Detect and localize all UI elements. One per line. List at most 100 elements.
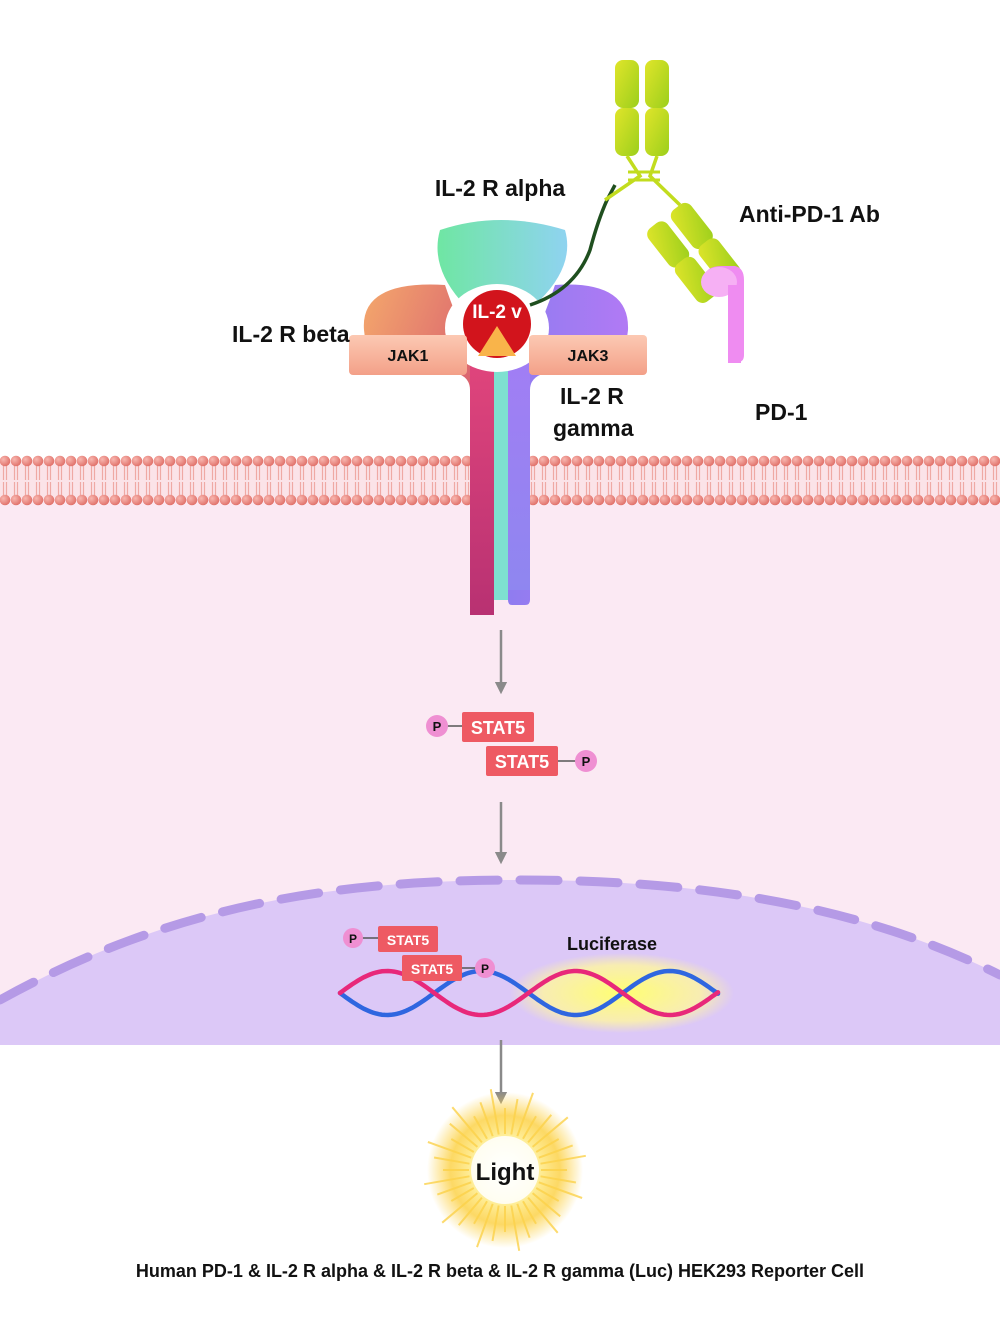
lipid-head — [582, 494, 594, 506]
light-ray — [476, 1203, 494, 1248]
lipid-head — [175, 494, 187, 506]
lipid-head — [208, 455, 220, 467]
lipid-head — [725, 455, 737, 467]
light-ray — [451, 1106, 483, 1144]
lipid-head — [637, 455, 649, 467]
lipid-head — [725, 494, 737, 506]
lipid-head — [120, 494, 132, 506]
lipid-head — [802, 455, 814, 467]
lipid-head — [142, 455, 154, 467]
lipid-head — [131, 494, 143, 506]
phospho-label: P — [349, 932, 357, 946]
lipid-head — [681, 494, 693, 506]
stat5-dimer-nucleus: P STAT5 STAT5 P — [343, 926, 495, 981]
lipid-head — [197, 494, 209, 506]
lipid-head — [604, 494, 616, 506]
lipid-head — [758, 455, 770, 467]
lipid-head — [263, 455, 275, 467]
lipid-head — [318, 455, 330, 467]
light-ray — [538, 1181, 583, 1199]
lipid-head — [890, 455, 902, 467]
phospho-label: P — [582, 754, 591, 769]
lipid-head — [186, 494, 198, 506]
lipid-head — [703, 494, 715, 506]
stat5-label: STAT5 — [471, 718, 525, 738]
lipid-head — [879, 494, 891, 506]
lipid-head — [736, 455, 748, 467]
lipid-head — [153, 494, 165, 506]
lipid-head — [659, 455, 671, 467]
lipid-head — [923, 494, 935, 506]
lipid-head — [329, 455, 341, 467]
light-ray — [510, 1205, 521, 1251]
lipid-head — [868, 494, 880, 506]
lipid-head — [780, 455, 792, 467]
lipid-head — [351, 455, 363, 467]
light-ray — [473, 1115, 488, 1140]
lipid-head — [329, 494, 341, 506]
lipid-head — [824, 455, 836, 467]
lipid-head — [87, 455, 99, 467]
lipid-head — [318, 494, 330, 506]
il2r-beta-label: IL-2 R beta — [232, 321, 350, 347]
lipid-head — [901, 455, 913, 467]
light-ray — [436, 1181, 472, 1196]
lipid-head — [274, 455, 286, 467]
lipid-head — [780, 494, 792, 506]
light-ray — [527, 1114, 553, 1144]
lipid-head — [307, 455, 319, 467]
lipid-head — [615, 455, 627, 467]
il2r-gamma-stem — [506, 360, 530, 590]
lipid-head — [175, 455, 187, 467]
lipid-head — [362, 455, 374, 467]
lipid-head — [879, 455, 891, 467]
light-ray — [522, 1200, 537, 1225]
light-ray — [450, 1187, 475, 1202]
lipid-head — [714, 494, 726, 506]
lipid-head — [142, 494, 154, 506]
lipid-head — [450, 455, 462, 467]
lipid-head — [604, 455, 616, 467]
nucleus — [0, 880, 1000, 1045]
lipid-head — [978, 494, 990, 506]
lipid-head — [626, 494, 638, 506]
lipid-head — [274, 494, 286, 506]
light-ray — [450, 1138, 475, 1153]
lipid-head — [252, 494, 264, 506]
jak3-label: JAK3 — [568, 348, 609, 365]
lipid-head — [912, 494, 924, 506]
light-ray — [531, 1116, 569, 1148]
lipid-head — [0, 455, 11, 467]
lipid-head — [131, 455, 143, 467]
lipid-head — [593, 494, 605, 506]
pd1-receptor — [701, 266, 744, 363]
lipid-head — [703, 455, 715, 467]
lipid-head — [835, 455, 847, 467]
lipid-head — [626, 455, 638, 467]
lipid-head — [395, 494, 407, 506]
il2r-beta-stem — [470, 360, 494, 615]
lipid-head — [230, 455, 242, 467]
lipid-head — [791, 455, 803, 467]
lipid-head — [153, 455, 165, 467]
lipid-head — [934, 455, 946, 467]
lipid-head — [571, 455, 583, 467]
il2r-alpha — [437, 220, 568, 300]
light-ray — [535, 1187, 560, 1202]
lipid-head — [527, 455, 539, 467]
lipid-head — [659, 494, 671, 506]
light-label: Light — [476, 1159, 535, 1186]
lipid-head — [241, 455, 253, 467]
lipid-head — [384, 455, 396, 467]
lipid-head — [824, 494, 836, 506]
il2v-ligand — [463, 290, 531, 358]
lipid-head — [670, 455, 682, 467]
lipid-head — [54, 455, 66, 467]
stat5-label: STAT5 — [495, 752, 549, 772]
lipid-head — [857, 494, 869, 506]
light-ray — [457, 1196, 483, 1226]
lipid-head — [285, 494, 297, 506]
light-ray — [427, 1141, 472, 1159]
lipid-head — [461, 455, 473, 467]
lipid-head — [98, 455, 110, 467]
